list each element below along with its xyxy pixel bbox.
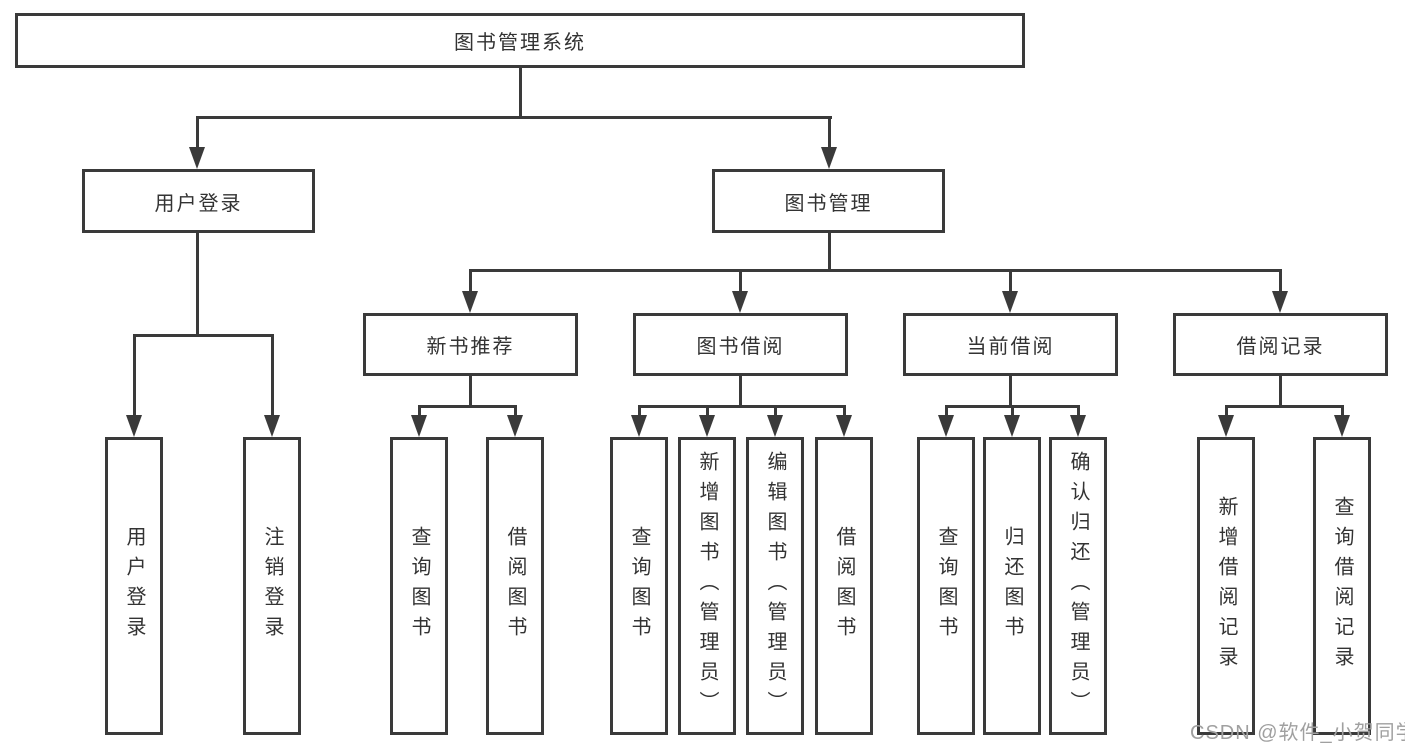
node-current-borrow: 当前借阅 — [903, 313, 1118, 376]
connector-drop — [1341, 405, 1344, 418]
connector-section-stem — [1279, 376, 1282, 408]
node-root: 图书管理系统 — [15, 13, 1025, 68]
connector-drop — [271, 334, 274, 418]
connector-drop — [774, 405, 777, 418]
leaf-query-book-2: 查询图书 — [610, 437, 668, 735]
node-book-management: 图书管理 — [712, 169, 945, 233]
leaf-logout: 注销登录 — [243, 437, 301, 735]
connector-drop — [418, 405, 421, 418]
arrow-down-icon — [507, 415, 523, 437]
connector-section-rail — [638, 405, 846, 408]
node-label: 图书管理 — [784, 192, 873, 215]
node-borrow-records: 借阅记录 — [1173, 313, 1388, 376]
connector-drop — [843, 405, 846, 418]
leaf-label: 确认归还（管理员） — [1067, 451, 1089, 721]
arrow-down-icon — [462, 291, 478, 313]
node-label: 用户登录 — [154, 192, 243, 215]
leaf-label: 编辑图书（管理员） — [764, 451, 786, 721]
watermark: CSDN @软件_小贺同学 — [1190, 722, 1405, 744]
connector-user-login-stem — [196, 233, 199, 337]
arrow-down-icon — [732, 291, 748, 313]
arrow-down-icon — [189, 147, 205, 169]
connector-drop — [1011, 405, 1014, 418]
leaf-confirm-return-admin: 确认归还（管理员） — [1049, 437, 1107, 735]
leaf-label: 归还图书 — [1001, 526, 1023, 646]
connector-drop — [196, 116, 199, 148]
leaf-borrow-book-1: 借阅图书 — [486, 437, 544, 735]
connector-user-login-rail — [133, 334, 274, 337]
leaf-label: 用户登录 — [123, 526, 145, 646]
arrow-down-icon — [126, 415, 142, 437]
leaf-label: 查询图书 — [628, 526, 650, 646]
connector-drop — [1009, 269, 1012, 293]
leaf-label: 查询图书 — [408, 526, 430, 646]
arrow-down-icon — [1334, 415, 1350, 437]
connector-section-stem — [469, 376, 472, 408]
connector-root-rail — [196, 116, 832, 119]
leaf-edit-book-admin: 编辑图书（管理员） — [746, 437, 804, 735]
node-user-login: 用户登录 — [82, 169, 315, 233]
leaf-label: 借阅图书 — [833, 526, 855, 646]
leaf-add-book-admin: 新增图书（管理员） — [678, 437, 736, 735]
arrow-down-icon — [699, 415, 715, 437]
connector-root-stem — [519, 66, 522, 118]
leaf-query-borrow-record: 查询借阅记录 — [1313, 437, 1371, 735]
leaf-borrow-book-2: 借阅图书 — [815, 437, 873, 735]
leaf-query-book-1: 查询图书 — [390, 437, 448, 735]
arrow-down-icon — [1272, 291, 1288, 313]
arrow-down-icon — [631, 415, 647, 437]
node-label: 借阅记录 — [1236, 336, 1325, 358]
connector-drop — [1279, 269, 1282, 293]
leaf-return-book: 归还图书 — [983, 437, 1041, 735]
connector-drop — [706, 405, 709, 418]
node-label: 图书管理系统 — [454, 32, 586, 54]
connector-section-rail — [418, 405, 517, 408]
leaf-label: 查询图书 — [935, 526, 957, 646]
node-label: 新书推荐 — [426, 336, 515, 358]
connector-drop — [828, 116, 831, 148]
connector-drop — [514, 405, 517, 418]
arrow-down-icon — [1004, 415, 1020, 437]
connector-drop — [739, 269, 742, 293]
connector-section-rail — [1225, 405, 1344, 408]
arrow-down-icon — [411, 415, 427, 437]
leaf-label: 新增图书（管理员） — [696, 451, 718, 721]
arrow-down-icon — [836, 415, 852, 437]
connector-drop — [638, 405, 641, 418]
connector-drop — [1077, 405, 1080, 418]
leaf-add-borrow-record: 新增借阅记录 — [1197, 437, 1255, 735]
connector-drop — [945, 405, 948, 418]
arrow-down-icon — [1002, 291, 1018, 313]
connector-section-stem — [1009, 376, 1012, 408]
node-book-borrow: 图书借阅 — [633, 313, 848, 376]
connector-section-stem — [739, 376, 742, 408]
leaf-query-book-3: 查询图书 — [917, 437, 975, 735]
connector-book-mgmt-stem — [828, 233, 831, 272]
node-new-book-recommend: 新书推荐 — [363, 313, 578, 376]
arrow-down-icon — [1218, 415, 1234, 437]
arrow-down-icon — [821, 147, 837, 169]
connector-drop — [1225, 405, 1228, 418]
node-label: 图书借阅 — [696, 336, 785, 358]
arrow-down-icon — [1070, 415, 1086, 437]
leaf-user-login: 用户登录 — [105, 437, 163, 735]
arrow-down-icon — [767, 415, 783, 437]
arrow-down-icon — [938, 415, 954, 437]
leaf-label: 注销登录 — [261, 526, 283, 646]
connector-drop — [469, 269, 472, 293]
arrow-down-icon — [264, 415, 280, 437]
connector-book-mgmt-rail — [469, 269, 1282, 272]
node-label: 当前借阅 — [966, 336, 1055, 358]
leaf-label: 查询借阅记录 — [1331, 496, 1353, 676]
connector-drop — [133, 334, 136, 418]
leaf-label: 新增借阅记录 — [1215, 496, 1237, 676]
leaf-label: 借阅图书 — [504, 526, 526, 646]
